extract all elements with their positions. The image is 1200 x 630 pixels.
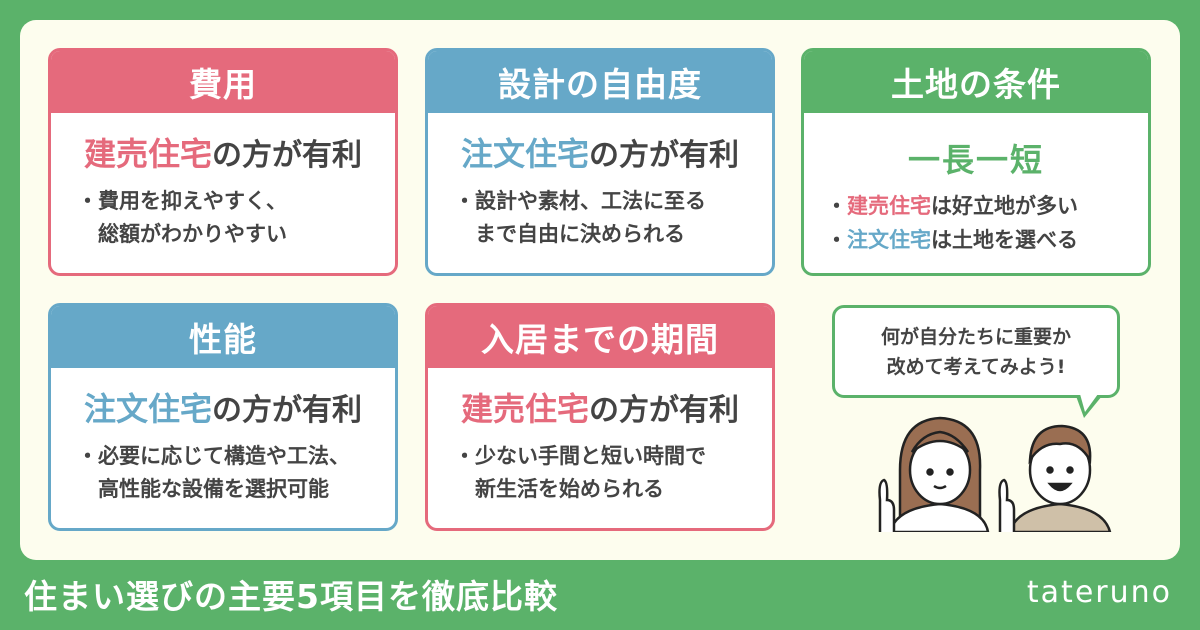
speech-bubble: 何が自分たちに重要か 改めて考えてみよう! [832, 305, 1120, 398]
card-land-conditions: 土地の条件 一長一短 ・建売住宅は好立地が多い ・注文住宅は土地を選べる [801, 48, 1151, 276]
card-title: 土地の条件 [804, 51, 1148, 113]
card-lead: 一長一短 [907, 141, 1044, 179]
card-design-freedom: 設計の自由度 注文住宅の方が有利 ・設計や素材、工法に至る まで自由に決められる [425, 48, 775, 276]
card-description: ・設計や素材、工法に至る まで自由に決められる [454, 189, 706, 246]
card-cost: 費用 建売住宅の方が有利 ・費用を抑えやすく、 総額がわかりやすい [48, 48, 398, 276]
couple-illustration [878, 416, 1112, 532]
card-lead: 建売住宅の方が有利 [460, 390, 739, 428]
card-title: 入居までの期間 [428, 306, 772, 368]
card-description: ・費用を抑えやすく、 総額がわかりやすい [77, 189, 287, 246]
woman-icon [878, 416, 990, 532]
man-icon [998, 424, 1112, 532]
card-performance: 性能 注文住宅の方が有利 ・必要に応じて構造や工法、 高性能な設備を選択可能 [48, 303, 398, 531]
card-title: 性能 [51, 306, 395, 368]
card-lead: 建売住宅の方が有利 [83, 135, 362, 173]
bullet-item: ・注文住宅は土地を選べる [826, 228, 1078, 252]
card-description: ・必要に応じて構造や工法、 高性能な設備を選択可能 [77, 444, 350, 501]
card-description: ・少ない手間と短い時間で 新生活を始められる [454, 444, 706, 501]
card-title: 設計の自由度 [428, 51, 772, 113]
card-bullets: ・建売住宅は好立地が多い ・注文住宅は土地を選べる [826, 189, 1148, 257]
brand-logo: tateruno [1026, 575, 1172, 610]
card-title: 費用 [51, 51, 395, 113]
bullet-item: ・建売住宅は好立地が多い [826, 194, 1078, 218]
card-lead: 注文住宅の方が有利 [83, 390, 362, 428]
card-lead: 注文住宅の方が有利 [460, 135, 739, 173]
card-move-in-period: 入居までの期間 建売住宅の方が有利 ・少ない手間と短い時間で 新生活を始められる [425, 303, 775, 531]
footer-title: 住まい選びの主要5項目を徹底比較 [24, 577, 558, 616]
